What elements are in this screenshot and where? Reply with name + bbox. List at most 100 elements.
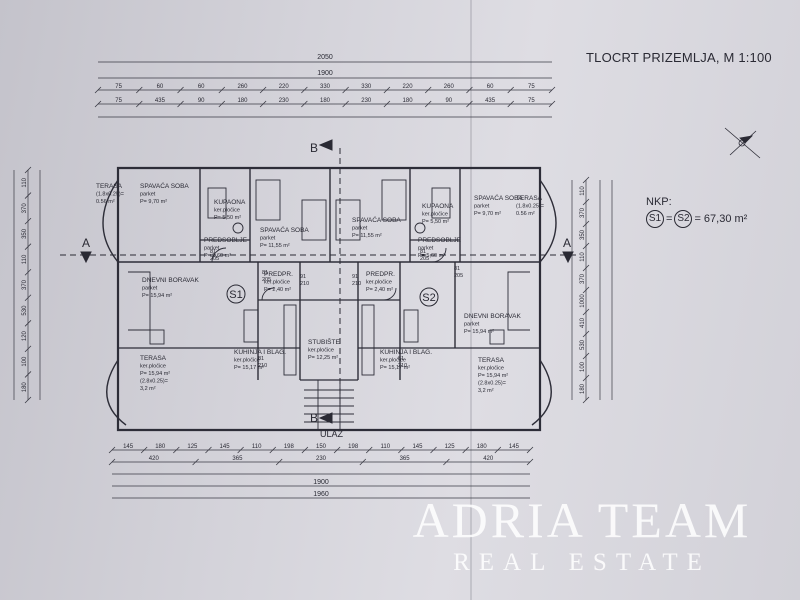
unit-s2-circle	[419, 287, 439, 307]
dim-value: 1000	[580, 294, 586, 308]
dim-tick	[548, 86, 556, 94]
room-label-terasa-sw: (2.8x0.25)=	[140, 379, 168, 385]
dim-value: 330	[361, 84, 372, 90]
marker-labels: S1 S2 A A B B ULAZ	[82, 141, 571, 439]
door-dimension: 91	[300, 274, 306, 280]
nkp-area-line: S1 = S2 = 67,30 m²	[646, 210, 747, 228]
dim-value: 260	[444, 84, 455, 90]
room-label-predpr-1: P= 2,40 m²	[264, 287, 291, 293]
room-label-kupaona-2: ker.pločice	[422, 212, 448, 218]
room-label-terasa-sw: P= 15,94 m²	[140, 371, 170, 377]
room-label-terasa-sw: ker.pločice	[140, 364, 166, 370]
dim-value: 90	[445, 98, 452, 104]
room-label-spavaca-4: parket	[474, 204, 490, 210]
dim-tick	[301, 100, 308, 108]
dim-value: 370	[22, 279, 28, 290]
dim-tick	[582, 198, 590, 206]
dim-value: 60	[487, 84, 494, 90]
dim-value: 110	[381, 444, 391, 450]
room-label-spavaca-3: SPAVAĆA SOBA	[352, 215, 401, 224]
dim-tick	[94, 86, 102, 94]
room-label-kuhinja-2: KUHINJA I BLAG.	[380, 349, 432, 356]
dim-tick	[237, 446, 244, 454]
nkp-unit-1: S1	[646, 210, 664, 228]
north-arrow-icon	[724, 127, 761, 159]
dim-tick	[333, 446, 341, 454]
room-label-kuhinja-2: P= 15,17 m²	[380, 365, 410, 371]
nkp-label: NKP:	[646, 196, 672, 208]
dim-tick	[94, 100, 102, 108]
room-label-predpr-1: PREDPR.	[264, 271, 293, 278]
door-dimension: 210	[398, 363, 407, 369]
door-dimension: 210	[352, 281, 361, 287]
section-markers	[60, 139, 580, 424]
dim-tick	[24, 320, 32, 327]
dim-value: 530	[22, 305, 28, 316]
nkp-area-value: = 67,30 m²	[694, 213, 748, 225]
dim-value: 75	[528, 84, 535, 90]
section-a-right: A	[563, 236, 571, 250]
dim-value: 75	[115, 84, 122, 90]
room-label-terasa-se: P= 15,94 m²	[478, 373, 508, 379]
room-label-spavaca-2: SPAVAĆA SOBA	[260, 225, 309, 234]
dim-value: 220	[403, 84, 414, 90]
door-dimension: 205	[210, 256, 219, 262]
room-label-terasa-se: TERASA	[478, 357, 505, 364]
brand-subtitle: REAL ESTATE	[453, 549, 711, 576]
dim-value: 420	[149, 456, 160, 462]
dim-value: 90	[198, 98, 205, 104]
dim-tick	[24, 345, 32, 353]
dim-value: 125	[187, 444, 198, 450]
room-label-kupaona-2: P= 5,50 m²	[422, 219, 449, 225]
dim-value: 180	[403, 98, 414, 104]
room-label-spavaca-1: parket	[140, 192, 156, 198]
dim-tick	[135, 86, 143, 94]
room-label-spavaca-4: P= 9,70 m²	[474, 211, 501, 217]
dim-tick	[582, 176, 590, 184]
door-dimension: 210	[258, 363, 267, 369]
brand-name: ADRIA TEAM	[412, 492, 752, 548]
room-label-predsoblje-2: PREDSOBLJE	[418, 237, 462, 244]
dim-value: 180	[155, 444, 166, 450]
dim-value: 110	[252, 444, 262, 450]
dim-tick	[582, 308, 590, 316]
unit-s2-marker: S2	[422, 292, 435, 304]
dim-value: 435	[155, 98, 166, 104]
dim-tick	[430, 446, 437, 454]
dim-value: 365	[232, 456, 243, 462]
dim-tick	[24, 217, 32, 225]
room-label-terasa-sw: TERASA	[140, 355, 167, 362]
door-dimension: 81	[454, 266, 460, 272]
section-b-top: B	[310, 141, 318, 155]
dim-value: 60	[198, 84, 205, 90]
door-dimension: 205	[454, 273, 463, 279]
room-label-kupaona-1: KUPAONA	[214, 199, 246, 206]
room-label-predsoblje-2: parket	[418, 246, 434, 252]
entrance-label: ULAZ	[320, 429, 344, 439]
dim-tick	[466, 100, 473, 108]
dim-tick	[275, 458, 283, 466]
dim-value: 350	[22, 228, 28, 239]
dim-tick	[342, 86, 349, 94]
dim-tick	[359, 458, 367, 466]
dim-value: 365	[400, 456, 411, 462]
dim-tick	[582, 286, 590, 294]
dim-value: 230	[279, 98, 290, 104]
dim-tick	[218, 100, 226, 108]
dim-value: 370	[22, 203, 28, 214]
dim-tick	[24, 192, 32, 199]
dim-tick	[582, 374, 590, 382]
dim-tick	[365, 446, 373, 454]
dim-tick	[582, 330, 590, 338]
dim-tick	[24, 166, 32, 174]
dim-tick	[177, 100, 184, 108]
dim-tick	[424, 86, 432, 94]
dim-value: 75	[528, 98, 535, 104]
dim-value: 530	[580, 339, 586, 350]
room-label-kuhinja-1: ker.pločice	[234, 358, 260, 364]
door-dimension: 205	[420, 256, 429, 262]
room-label-terasa-ne: 0.56 m²	[516, 211, 535, 217]
room-label-terasa-ne: TERASA	[516, 195, 543, 202]
